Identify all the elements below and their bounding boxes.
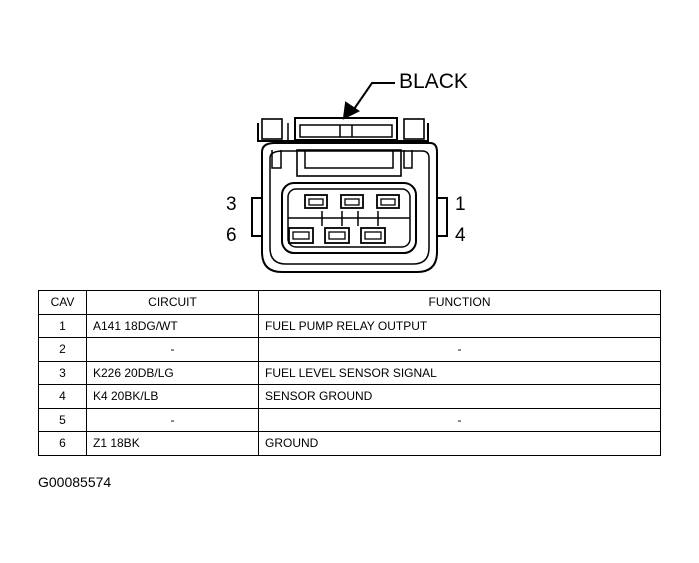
cav-cell: 5	[38, 407, 87, 432]
circuit-cell: -	[86, 407, 259, 432]
cav-cell: 6	[38, 431, 87, 456]
table-row: 5 - -	[38, 407, 661, 432]
connector-housing	[251, 142, 448, 273]
pinout-table: CAV CIRCUIT FUNCTION 1 A141 18DG/WT FUEL…	[38, 290, 661, 456]
header-circuit: CIRCUIT	[86, 290, 259, 315]
connector-color-label: BLACK	[399, 70, 468, 93]
table-row: 3 K226 20DB/LG FUEL LEVEL SENSOR SIGNAL	[38, 360, 661, 385]
pin-label-4: 4	[455, 225, 466, 246]
header-cav: CAV	[38, 290, 87, 315]
circuit-cell: -	[86, 337, 259, 362]
lock-tab	[257, 117, 429, 142]
terminal-block	[281, 182, 417, 254]
label-arrow	[342, 82, 395, 120]
table-row: 4 K4 20BK/LB SENSOR GROUND	[38, 384, 661, 409]
circuit-cell: Z1 18BK	[86, 431, 259, 456]
circuit-cell: A141 18DG/WT	[86, 313, 259, 338]
cav-cell: 4	[38, 384, 87, 409]
pin-label-6: 6	[226, 225, 237, 246]
header-function: FUNCTION	[258, 290, 661, 315]
function-cell: FUEL PUMP RELAY OUTPUT	[258, 313, 661, 338]
function-cell: FUEL LEVEL SENSOR SIGNAL	[258, 360, 661, 385]
function-cell: GROUND	[258, 431, 661, 456]
connector-diagram	[251, 82, 448, 273]
table-header-row: CAV CIRCUIT FUNCTION	[38, 290, 661, 315]
pin-label-1: 1	[455, 194, 466, 215]
cav-cell: 2	[38, 337, 87, 362]
circuit-cell: K226 20DB/LG	[86, 360, 259, 385]
figure-id: G00085574	[38, 474, 112, 490]
function-cell: -	[258, 407, 661, 432]
function-cell: -	[258, 337, 661, 362]
cav-cell: 3	[38, 360, 87, 385]
cav-cell: 1	[38, 313, 87, 338]
table-row: 6 Z1 18BK GROUND	[38, 431, 661, 456]
table-row: 2 - -	[38, 337, 661, 362]
table-row: 1 A141 18DG/WT FUEL PUMP RELAY OUTPUT	[38, 313, 661, 338]
circuit-cell: K4 20BK/LB	[86, 384, 259, 409]
pin-label-3: 3	[226, 194, 237, 215]
function-cell: SENSOR GROUND	[258, 384, 661, 409]
